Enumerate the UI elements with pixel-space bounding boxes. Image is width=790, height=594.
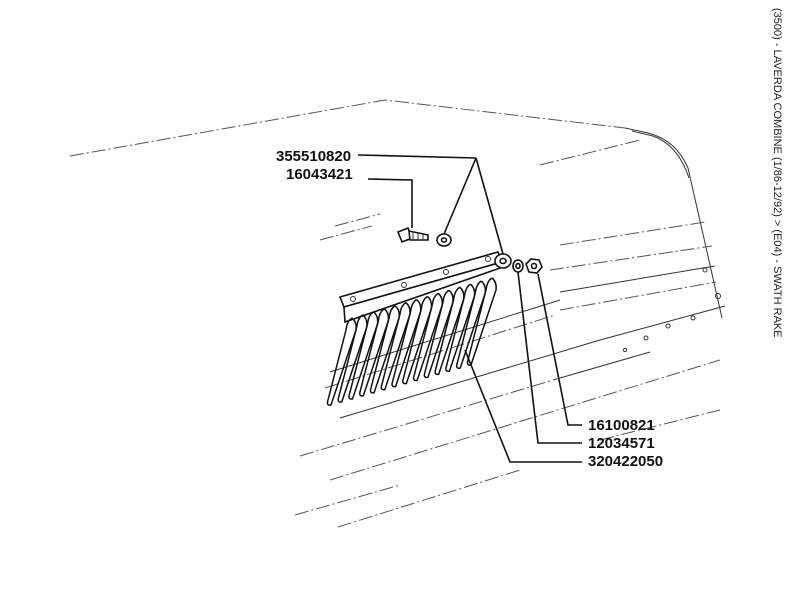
hex-nut	[525, 258, 543, 274]
rake-tine	[369, 305, 400, 394]
rake-tine	[391, 298, 422, 388]
rake-tine	[337, 314, 368, 403]
rake-tine	[466, 277, 497, 366]
rake-tines	[326, 277, 497, 406]
comb-hole	[401, 282, 407, 288]
rake-tine	[358, 308, 390, 397]
lock-washer	[512, 259, 524, 273]
rake-tine	[402, 295, 433, 385]
diagram-title: (3500) - LAVERDA COMBINE (1/86-12/92) > …	[771, 8, 783, 338]
washer-right	[494, 253, 512, 269]
comb-hole	[485, 256, 491, 262]
part-number-16100821: 16100821	[588, 417, 655, 434]
rake-tine	[326, 317, 357, 406]
rake-tine	[434, 286, 465, 376]
rake-tine	[348, 311, 379, 400]
rake-tine	[412, 292, 444, 382]
rake-tine	[380, 301, 411, 391]
comb-mounting-holes	[350, 256, 491, 302]
comb-hole	[350, 296, 356, 302]
comb-hole	[443, 269, 449, 275]
washer-left	[436, 233, 452, 247]
part-number-12034571: 12034571	[588, 435, 655, 452]
rake-tine	[445, 283, 476, 373]
rake-tine	[455, 280, 487, 369]
leader-lines	[357, 154, 582, 463]
rake-comb	[326, 251, 504, 406]
part-number-320422050: 320422050	[588, 453, 663, 470]
bolt-part	[396, 226, 429, 244]
part-number-355510820: 355510820	[276, 148, 351, 165]
part-number-16043421: 16043421	[286, 166, 353, 183]
rake-tine	[423, 289, 454, 379]
